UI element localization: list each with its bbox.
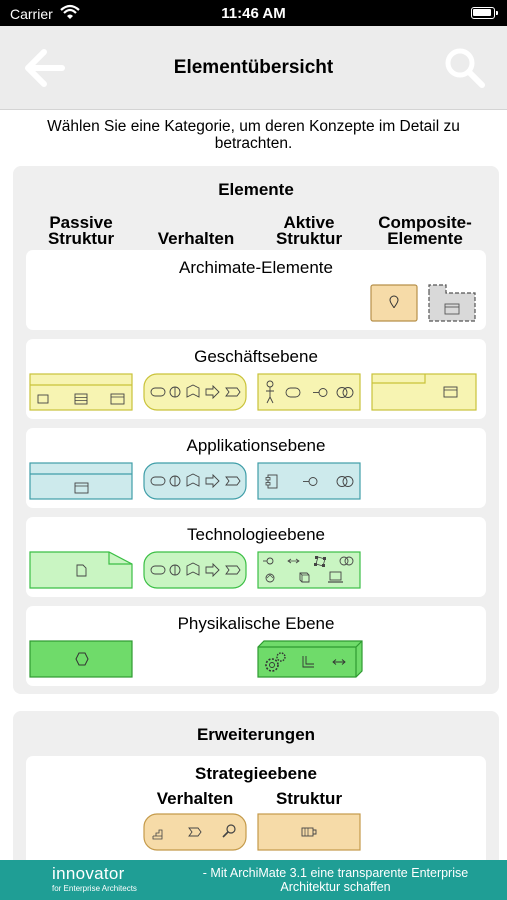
wifi-icon: [60, 4, 80, 23]
column-header-behavior: Verhalten: [156, 789, 234, 808]
application-behavior[interactable]: [143, 462, 247, 500]
intro-text: Wählen Sie eine Kategorie, um deren Konz…: [47, 118, 460, 152]
application-passive-structure[interactable]: [29, 462, 133, 500]
physical-active-structure[interactable]: [257, 640, 363, 678]
category-technology-layer[interactable]: Technologieebene: [26, 517, 486, 597]
column-header-composite: Composite- Elemente: [378, 213, 472, 248]
status-bar: Carrier 11:46 AM: [0, 0, 507, 26]
category-title: Applikationsebene: [186, 436, 326, 455]
category-archimate-elements[interactable]: Archimate-Elemente: [26, 250, 486, 330]
technology-passive-structure[interactable]: [29, 551, 133, 589]
category-title: Physikalische Ebene: [177, 614, 335, 633]
category-title: Archimate-Elemente: [178, 258, 333, 277]
arrow-left-icon: [25, 49, 65, 87]
physical-passive-structure[interactable]: [29, 640, 133, 678]
battery-icon: [471, 7, 498, 19]
column-header-structure: Struktur: [275, 789, 343, 808]
business-behavior[interactable]: [143, 373, 247, 411]
page-title: Elementübersicht: [173, 57, 334, 78]
category-business-layer[interactable]: Geschäftsebene: [26, 339, 486, 419]
grouping-element[interactable]: [428, 284, 476, 322]
category-title: Technologieebene: [186, 525, 325, 544]
elements-panel: Elemente Passive Struktur Verhalten Akti…: [13, 166, 499, 694]
footer-tagline: - Mit ArchiMate 3.1 eine transparente En…: [202, 866, 469, 894]
category-strategy-layer[interactable]: Strategieebene Verhalten Struktur: [26, 756, 486, 871]
clock: 11:46 AM: [221, 5, 286, 22]
magnifier-icon: [445, 48, 485, 88]
extensions-panel-title: Erweiterungen: [196, 725, 316, 744]
brand-logo: innovator: [52, 864, 125, 883]
business-passive-structure[interactable]: [29, 373, 133, 411]
brand-subtitle: for Enterprise Architects: [52, 884, 137, 893]
category-title: Strategieebene: [195, 764, 317, 783]
technology-behavior[interactable]: [143, 551, 247, 589]
search-button[interactable]: [443, 46, 487, 90]
business-active-structure[interactable]: [257, 373, 361, 411]
business-composite[interactable]: [371, 373, 477, 411]
category-application-layer[interactable]: Applikationsebene: [26, 428, 486, 508]
application-active-structure[interactable]: [257, 462, 361, 500]
column-header-passive-structure: Passive Struktur: [47, 213, 115, 248]
technology-active-structure[interactable]: [257, 551, 361, 589]
strategy-structure[interactable]: [257, 813, 361, 851]
elements-panel-title: Elemente: [218, 180, 294, 199]
column-header-behavior: Verhalten: [157, 229, 235, 248]
category-title: Geschäftsebene: [194, 347, 318, 366]
strategy-behavior[interactable]: [143, 813, 247, 851]
carrier-label: Carrier: [10, 6, 53, 22]
extensions-panel: Erweiterungen Strategieebene Verhalten S…: [13, 711, 499, 871]
footer-banner[interactable]: innovator for Enterprise Architects - Mi…: [0, 860, 507, 900]
back-button[interactable]: [20, 46, 66, 90]
column-header-active-structure: Aktive Struktur: [275, 213, 343, 248]
navigation-bar: Elementübersicht: [0, 26, 507, 110]
category-physical-layer[interactable]: Physikalische Ebene: [26, 606, 486, 686]
location-element[interactable]: [370, 284, 418, 322]
